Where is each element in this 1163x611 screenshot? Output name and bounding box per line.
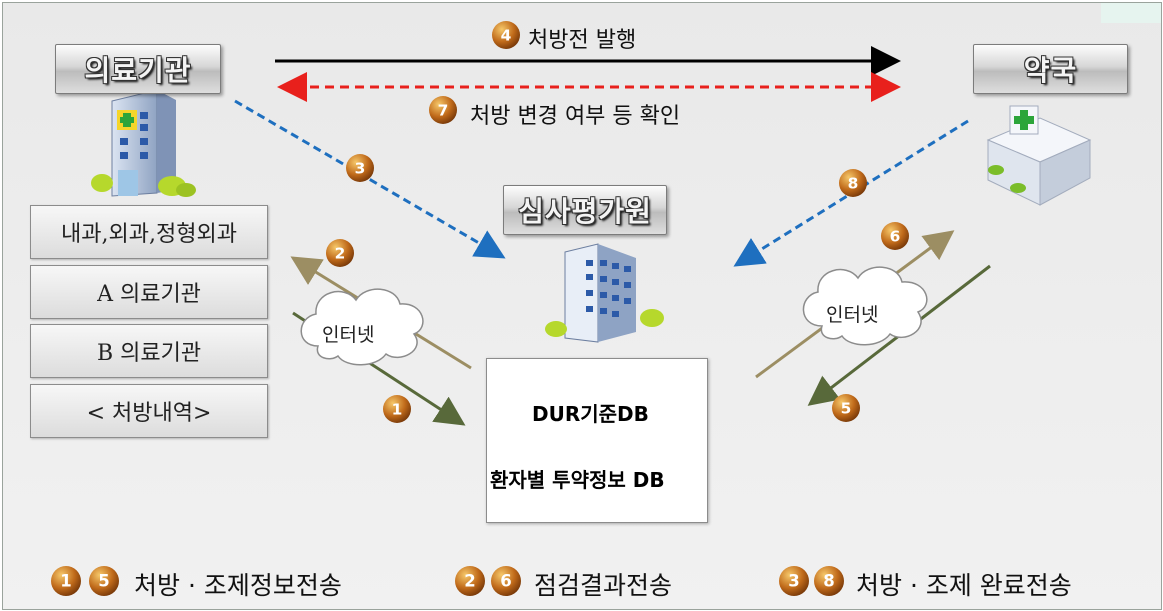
step-badge-4: 4 [492, 21, 520, 49]
svg-text:3: 3 [355, 159, 366, 177]
completion-arrow-institution [234, 99, 506, 259]
internet-label-left: 인터넷 [322, 324, 375, 346]
step-badge-8: 8 [839, 169, 867, 197]
step-7-label: 처방 변경 여부 등 확인 [470, 104, 681, 129]
step-badge-6: 6 [881, 222, 909, 250]
internet-cloud-right [802, 266, 928, 346]
pharmacy-title: 약국 [973, 44, 1128, 94]
step-badge-1: 1 [383, 395, 411, 423]
prescription-record-box: < 처방내역> [30, 384, 268, 438]
legend-badge-3: 3 [779, 566, 809, 596]
svg-text:6: 6 [890, 227, 901, 245]
legend-badge-1: 1 [51, 566, 81, 596]
svg-text:7: 7 [438, 101, 449, 119]
svg-text:1: 1 [60, 572, 71, 591]
dur-db-label: DUR기준DB [532, 402, 649, 426]
department-box-1: 내과,외과,정형외과 [30, 205, 268, 259]
legend-badge-6: 6 [491, 566, 521, 596]
department-box-3: B 의료기관 [30, 324, 268, 378]
legend-text-1: 처방 · 조제정보전송 [134, 571, 342, 600]
svg-text:2: 2 [335, 244, 346, 262]
corner-tint [1101, 3, 1161, 23]
step-badges: 1 2 3 4 5 6 7 8 1 5 2 6 3 8 [51, 21, 909, 596]
svg-text:2: 2 [464, 572, 475, 591]
step-4-label: 처방전 발행 [528, 28, 637, 53]
step-badge-7: 7 [429, 96, 457, 124]
svg-text:5: 5 [841, 399, 852, 417]
hira-title: 심사평가원 [503, 185, 667, 235]
legend-badge-8: 8 [814, 566, 844, 596]
internet-cloud-left [300, 288, 424, 366]
svg-text:4: 4 [501, 26, 512, 44]
svg-text:8: 8 [848, 174, 859, 192]
patient-db-label: 환자별 투약정보 DB [490, 468, 665, 492]
step-badge-5: 5 [832, 394, 860, 422]
svg-text:6: 6 [500, 572, 511, 591]
svg-text:1: 1 [392, 400, 403, 418]
step-badge-3: 3 [346, 154, 374, 182]
legend-badge-2: 2 [455, 566, 485, 596]
legend-text-2: 점검결과전송 [534, 571, 673, 600]
svg-text:8: 8 [823, 572, 834, 591]
pharmacy-building-icon [986, 105, 1092, 206]
step-badge-2: 2 [326, 239, 354, 267]
hospital-building-icon [91, 89, 196, 197]
department-box-2: A 의료기관 [30, 265, 268, 319]
legend-badge-5: 5 [89, 566, 119, 596]
db-server-panel [486, 358, 708, 523]
hira-building-icon [545, 243, 664, 343]
svg-text:3: 3 [788, 572, 799, 591]
medical-institution-title: 의료기관 [55, 44, 221, 94]
svg-text:5: 5 [98, 572, 109, 591]
internet-label-right: 인터넷 [826, 304, 879, 326]
legend-text-3: 처방 · 조제 완료전송 [856, 571, 1072, 600]
